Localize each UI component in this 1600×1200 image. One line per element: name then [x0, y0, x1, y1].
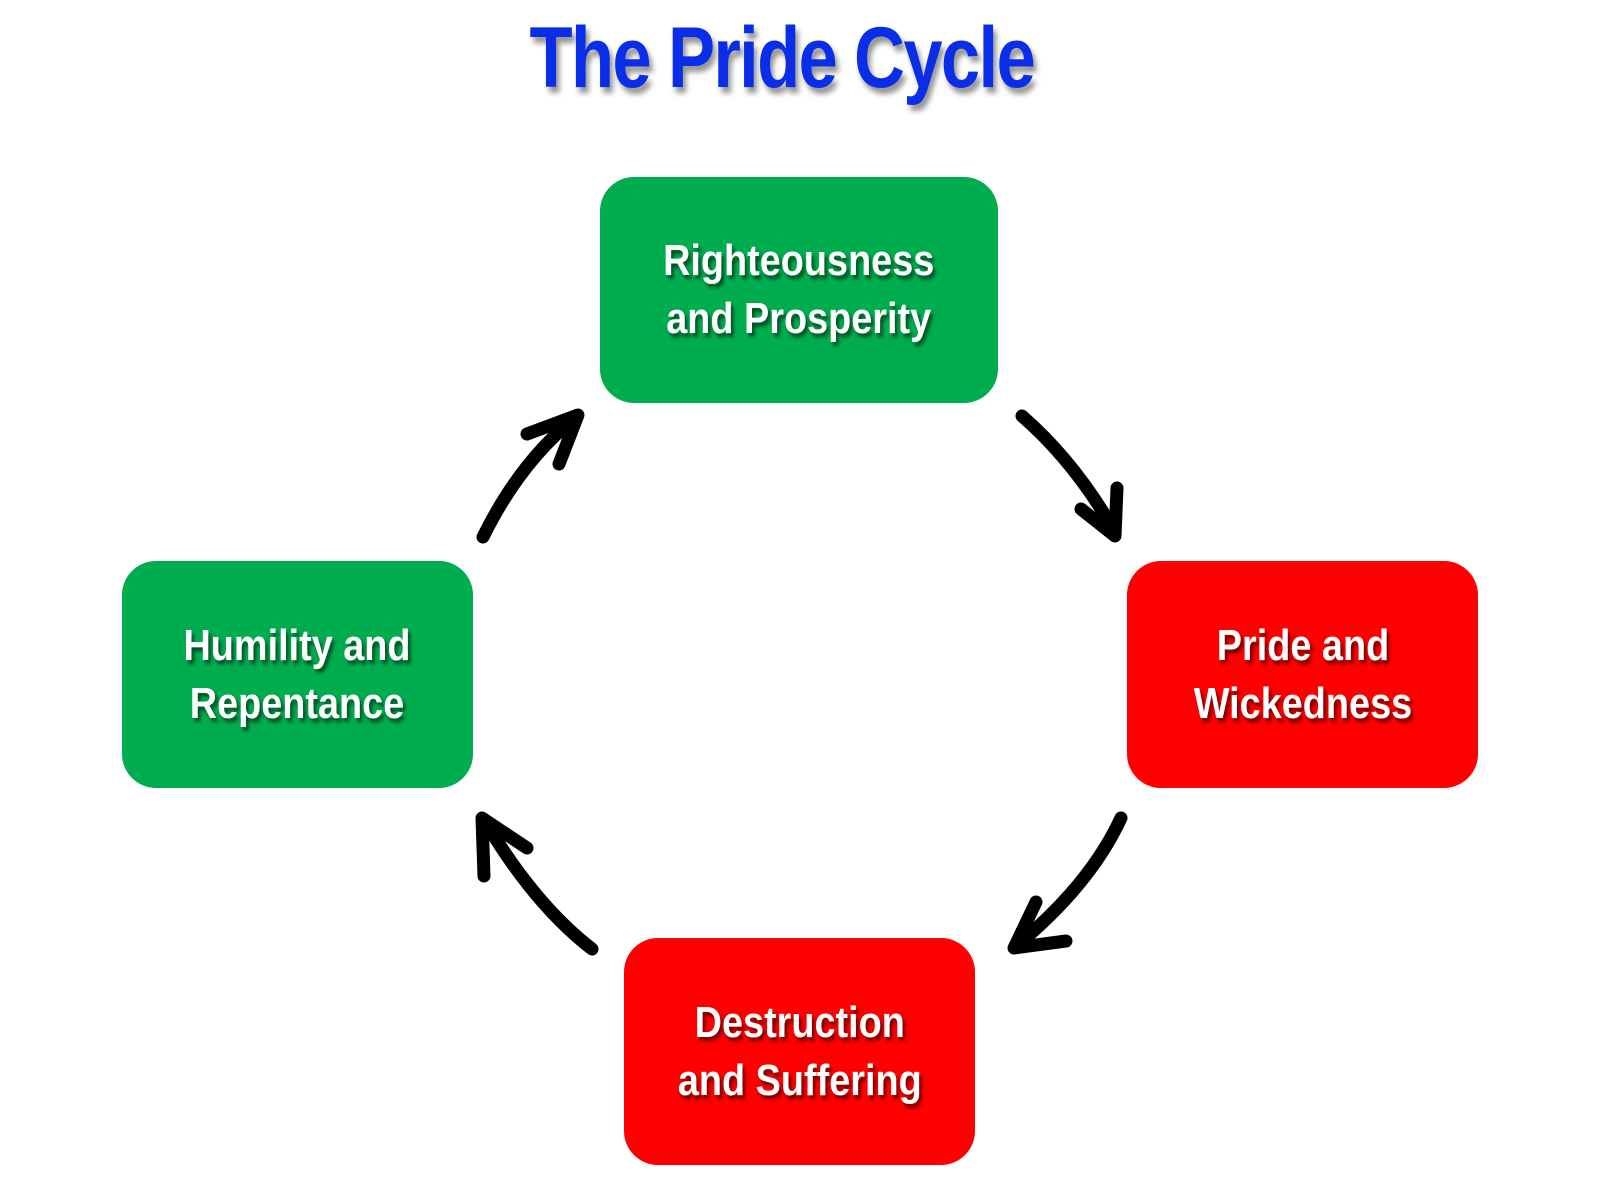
stage-label: Righteousness and Prosperity [663, 236, 935, 343]
stage-humility-and-repentance: Humility and Repentance [122, 561, 473, 788]
diagram-title: The Pride Cycle [529, 10, 1036, 106]
arrow-top-to-right-icon [1015, 409, 1124, 543]
stage-label: Pride and Wickedness [1193, 620, 1412, 728]
stage-righteousness-and-prosperity: Righteousness and Prosperity [600, 177, 998, 403]
stage-label: Humility and Repentance [183, 620, 412, 728]
stage-destruction-and-suffering: Destruction and Suffering [624, 938, 975, 1165]
stage-label: Destruction and Suffering [677, 997, 922, 1105]
arrow-right-to-bottom-icon [1007, 811, 1128, 955]
stage-pride-and-wickedness: Pride and Wickedness [1127, 561, 1478, 788]
arrow-bottom-to-left-icon [475, 811, 599, 956]
arrow-left-to-top-icon [476, 408, 585, 544]
